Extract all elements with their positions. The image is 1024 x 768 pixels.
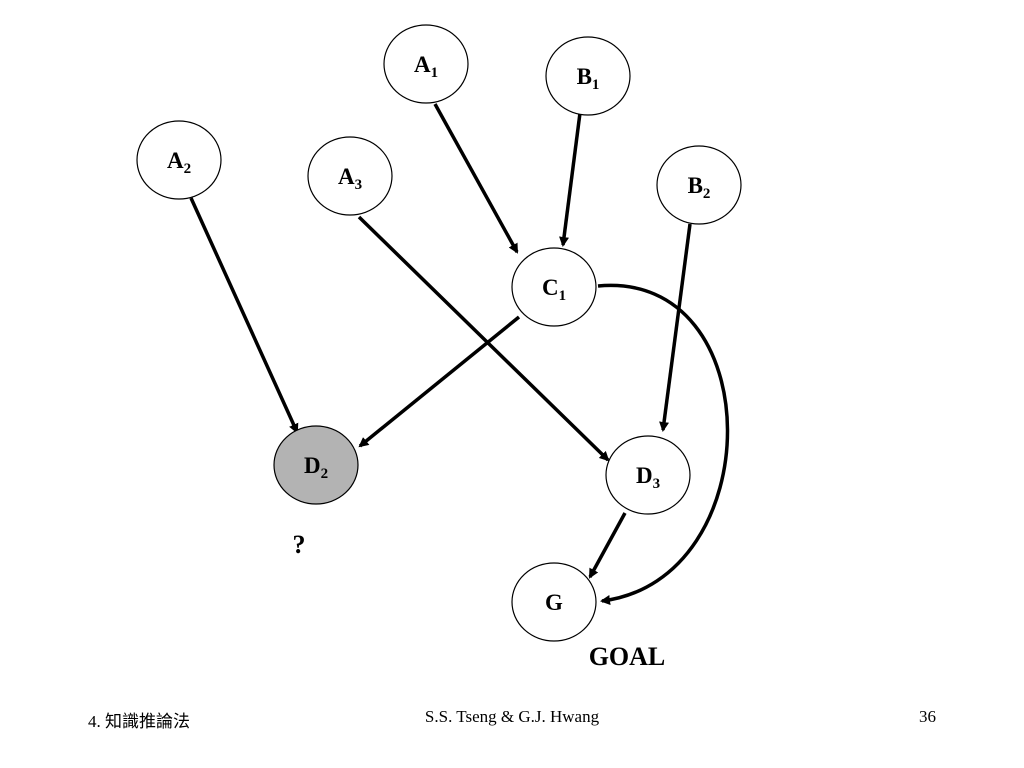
edge-c1-to-g [597, 283, 730, 605]
node-label: D2 [304, 453, 328, 482]
edge-a2-to-d2 [189, 197, 299, 434]
node-label: B1 [577, 64, 600, 93]
footer-chapter: 4. 知識推論法 [88, 712, 190, 731]
node-circle [273, 425, 359, 505]
node-a1: A1 [383, 24, 469, 104]
edge-b2-to-d3 [659, 223, 692, 432]
node-circle [383, 24, 469, 104]
node-label: A2 [167, 148, 191, 177]
node-label: D3 [636, 463, 660, 492]
node-b2: B2 [656, 145, 742, 225]
node-label: A1 [414, 52, 438, 81]
edge-c1-to-d2 [358, 315, 521, 448]
footer-page-number: 36 [919, 707, 936, 726]
node-d2: D2 [273, 425, 359, 505]
goal-label: GOAL [589, 642, 666, 671]
footer-authors: S.S. Tseng & G.J. Hwang [424, 707, 600, 726]
node-circle [307, 136, 393, 216]
node-c1: C1 [511, 247, 597, 327]
node-circle [656, 145, 742, 225]
node-g: G [511, 562, 597, 642]
node-label: C1 [542, 275, 566, 304]
node-b1: B1 [545, 36, 631, 116]
node-a3: A3 [307, 136, 393, 216]
node-a2: A2 [136, 120, 222, 200]
node-circle [136, 120, 222, 200]
node-circle [511, 562, 597, 642]
edge-a3-to-d3 [357, 215, 610, 462]
edge-b1-to-c1 [559, 112, 582, 247]
node-label: B2 [688, 173, 711, 202]
node-circle [545, 36, 631, 116]
node-label: G [545, 590, 563, 615]
node-label: A3 [338, 164, 362, 193]
edge-a1-to-c1 [433, 103, 519, 254]
edge-d3-to-g [588, 512, 627, 579]
node-circle [511, 247, 597, 327]
node-d3: D3 [605, 435, 691, 515]
node-circle [605, 435, 691, 515]
question-mark: ? [293, 530, 306, 559]
